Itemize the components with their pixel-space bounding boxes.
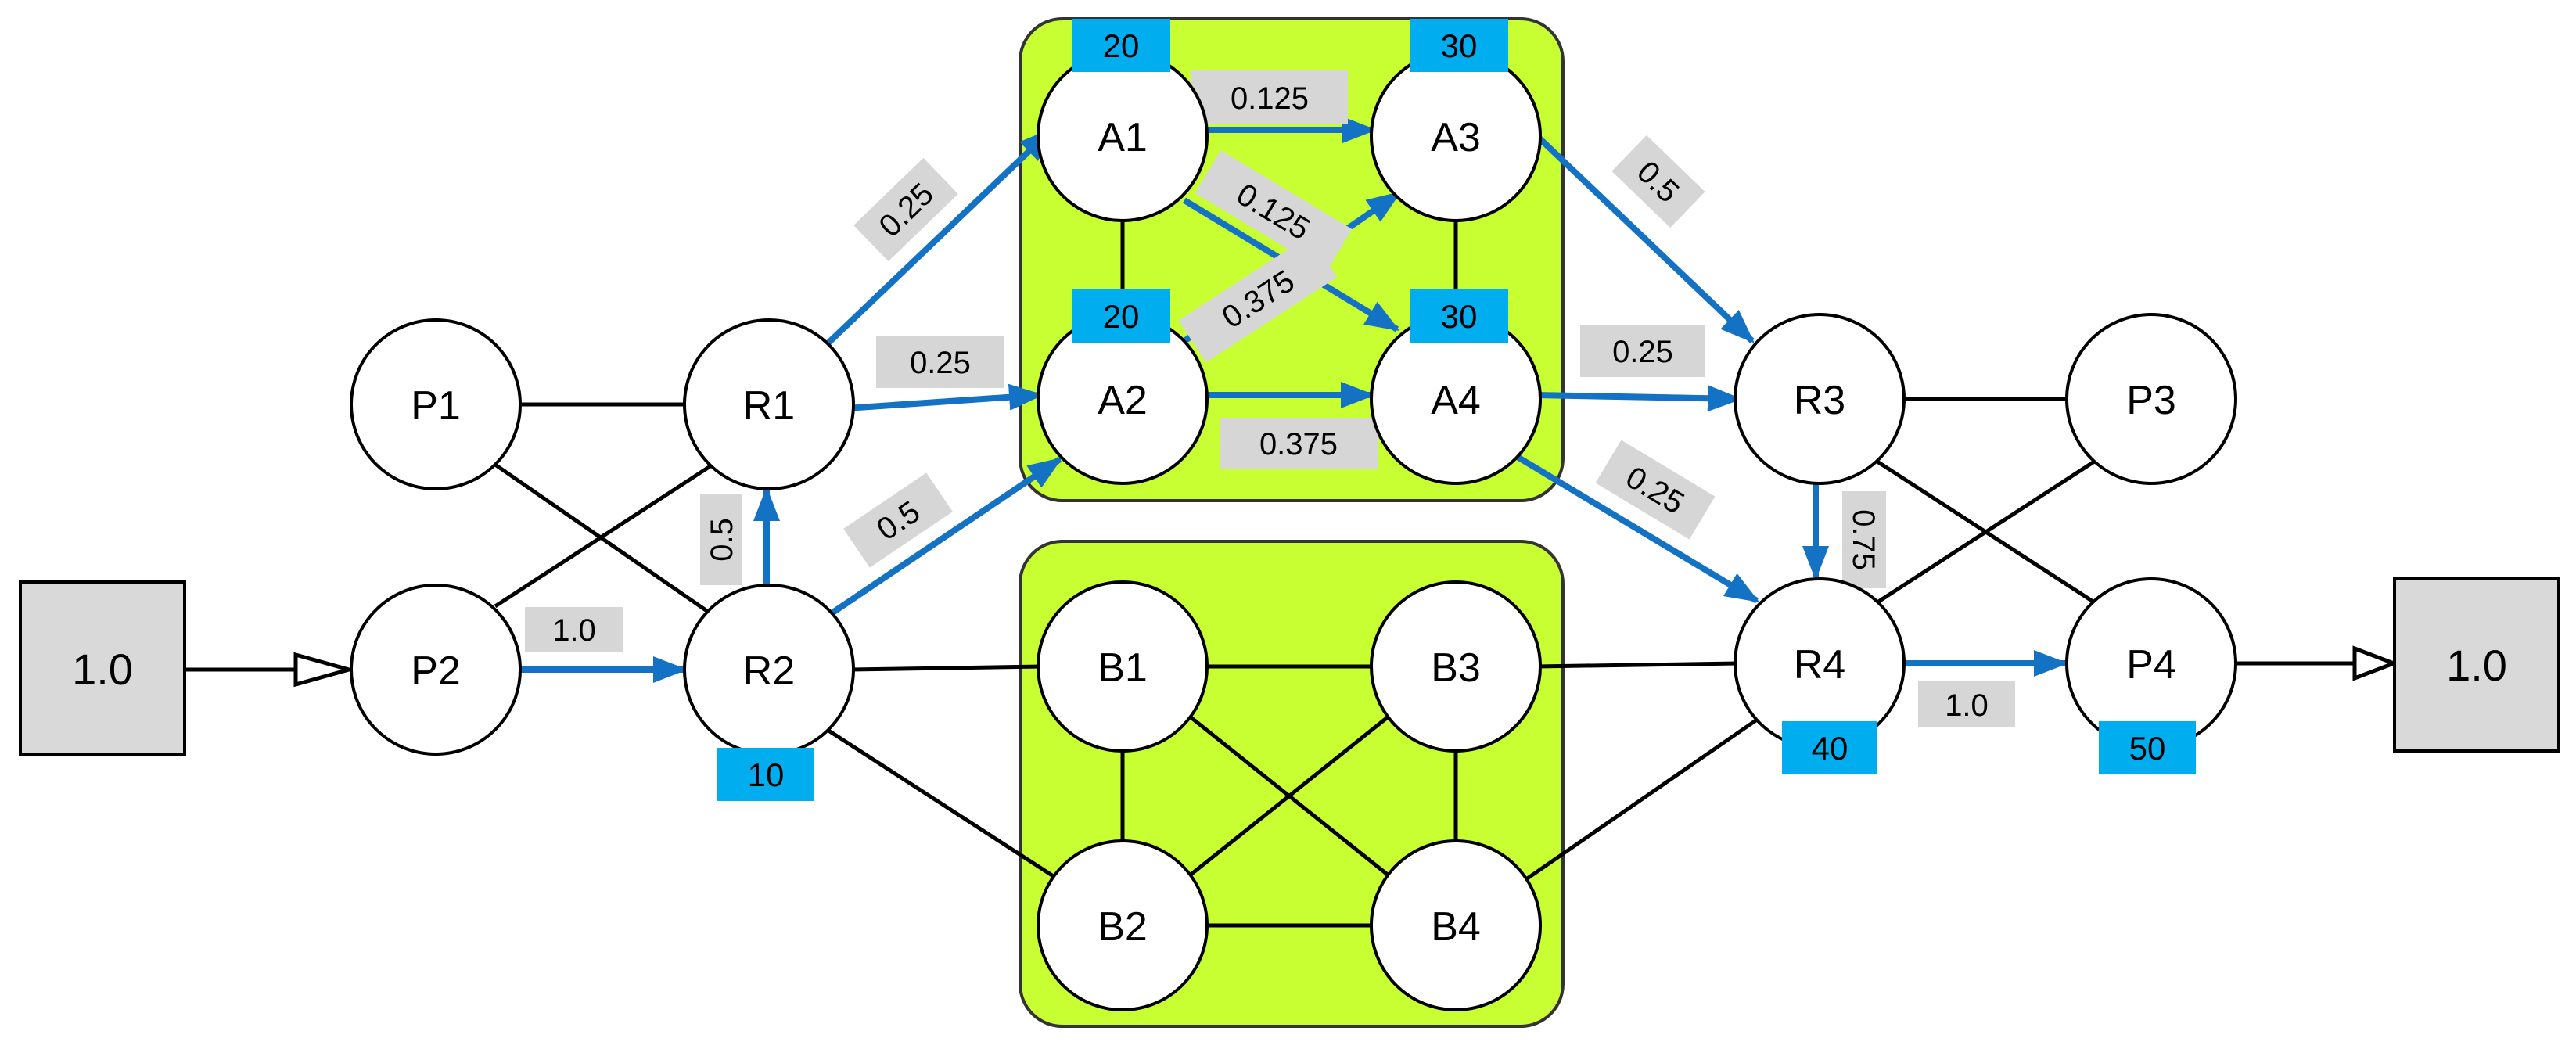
node-a1: A1 — [1037, 50, 1209, 222]
node-b3: B3 — [1370, 580, 1542, 753]
weight-p2-r2: 1.0 — [525, 607, 623, 652]
cost-badge-r4: 40 — [1782, 721, 1877, 774]
node-b1-label: B1 — [1098, 645, 1148, 691]
node-b4: B4 — [1370, 839, 1542, 1011]
weight-r2-r1: 0.5 — [700, 494, 742, 585]
node-a3-label: A3 — [1431, 115, 1481, 160]
plain-edges — [186, 217, 2355, 928]
node-r1-label: R1 — [743, 383, 795, 429]
node-r1: R1 — [683, 318, 855, 490]
source-arrowhead — [293, 652, 357, 688]
flow-arrow-r2-a2 — [827, 456, 1063, 618]
weight-p2-r2-label: 1.0 — [552, 613, 596, 648]
flow-arrow-a3-r3 — [1535, 134, 1755, 343]
cost-a3-label: 30 — [1441, 27, 1478, 64]
node-p3-label: P3 — [2126, 378, 2176, 423]
edge-b4-r4 — [1522, 717, 1759, 883]
weight-r2-a2: 0.5 — [843, 472, 953, 568]
edge-r2-b2 — [820, 724, 1069, 888]
weight-r3-r4-label: 0.75 — [1846, 509, 1881, 570]
node-p4-label: P4 — [2126, 642, 2176, 688]
weight-a2-a4-label: 0.375 — [1259, 427, 1338, 462]
weight-a3-r3: 0.5 — [1611, 135, 1705, 228]
weight-r4-p4-label: 1.0 — [1945, 688, 1989, 723]
node-r2: R2 — [683, 584, 855, 756]
cost-r2-label: 10 — [748, 756, 785, 793]
flow-arrow-a4-r4 — [1514, 453, 1760, 604]
edge-p1-r2 — [494, 462, 714, 617]
node-p1-label: P1 — [411, 383, 461, 429]
cost-badge-a4: 30 — [1410, 289, 1508, 343]
node-a2: A2 — [1037, 313, 1209, 485]
node-p1: P1 — [350, 318, 522, 490]
flow-arrow-r1-a2 — [846, 383, 1044, 411]
node-a4-label: A4 — [1431, 378, 1481, 423]
source-box: 1.0 — [19, 580, 186, 756]
node-b2: B2 — [1037, 839, 1209, 1011]
weight-a1-a3-label: 0.125 — [1231, 81, 1309, 116]
edge-p3-r4 — [1867, 454, 2104, 610]
node-r3-label: R3 — [1794, 378, 1845, 423]
node-p3: P3 — [2065, 313, 2237, 485]
weight-a2-a4: 0.375 — [1220, 418, 1378, 469]
sink-value: 1.0 — [2446, 641, 2507, 690]
edge-p2-r1 — [494, 462, 714, 609]
flow-arrow-r1-a1 — [822, 128, 1054, 349]
weight-r1-a2: 0.25 — [876, 336, 1004, 388]
weight-labels: 1.0 0.5 0.25 0.25 0.5 0.125 0.125 0.375 — [525, 70, 2015, 727]
cost-a1-label: 20 — [1103, 27, 1140, 64]
cost-p4-label: 50 — [2129, 730, 2166, 767]
weight-r2-r1-label: 0.5 — [705, 518, 739, 562]
weight-a4-r3-label: 0.25 — [1612, 335, 1673, 369]
nodes: P1 P2 R1 R2 A1 A2 A3 A4 — [350, 50, 2237, 1011]
node-p4: P4 — [2065, 577, 2237, 749]
node-r4-label: R4 — [1794, 642, 1845, 688]
node-b4-label: B4 — [1431, 904, 1481, 950]
node-b1: B1 — [1037, 580, 1209, 753]
node-p2: P2 — [350, 584, 522, 756]
cost-r4-label: 40 — [1812, 730, 1848, 767]
weight-a4-r4: 0.25 — [1595, 440, 1716, 540]
sink-arrowhead — [2352, 645, 2400, 681]
edge-b3-r4 — [1536, 661, 1739, 669]
weight-a4-r3: 0.25 — [1580, 325, 1705, 377]
flow-arrow-a4-r3 — [1536, 385, 1742, 412]
cost-a4-label: 30 — [1441, 298, 1478, 335]
node-p2-label: P2 — [411, 648, 461, 694]
cost-badge-a3: 30 — [1410, 19, 1508, 72]
cost-a2-label: 20 — [1103, 298, 1140, 335]
node-a4: A4 — [1370, 313, 1542, 485]
weight-r1-a1: 0.25 — [853, 157, 958, 262]
node-a1-label: A1 — [1098, 115, 1148, 160]
node-b2-label: B2 — [1098, 904, 1148, 950]
cost-badge-a2: 20 — [1072, 289, 1170, 343]
weight-r4-p4: 1.0 — [1918, 681, 2015, 727]
cost-badges: 20 30 20 30 10 40 50 — [717, 19, 2196, 801]
sink-box: 1.0 — [2393, 577, 2560, 753]
cost-badge-a1: 20 — [1072, 19, 1170, 72]
source-value: 1.0 — [72, 645, 133, 694]
cost-badge-r2: 10 — [717, 748, 814, 801]
weight-a1-a3: 0.125 — [1191, 70, 1348, 124]
weight-r3-r4: 0.75 — [1842, 491, 1886, 588]
node-r3: R3 — [1734, 313, 1906, 485]
node-b3-label: B3 — [1431, 645, 1481, 691]
node-a3: A3 — [1370, 50, 1542, 222]
node-a2-label: A2 — [1098, 378, 1148, 423]
edge-b3-b2 — [1184, 712, 1394, 880]
cost-badge-p4: 50 — [2099, 721, 2196, 774]
edge-r2-b1 — [850, 664, 1043, 672]
node-r2-label: R2 — [743, 648, 795, 694]
weight-r1-a2-label: 0.25 — [910, 346, 971, 380]
